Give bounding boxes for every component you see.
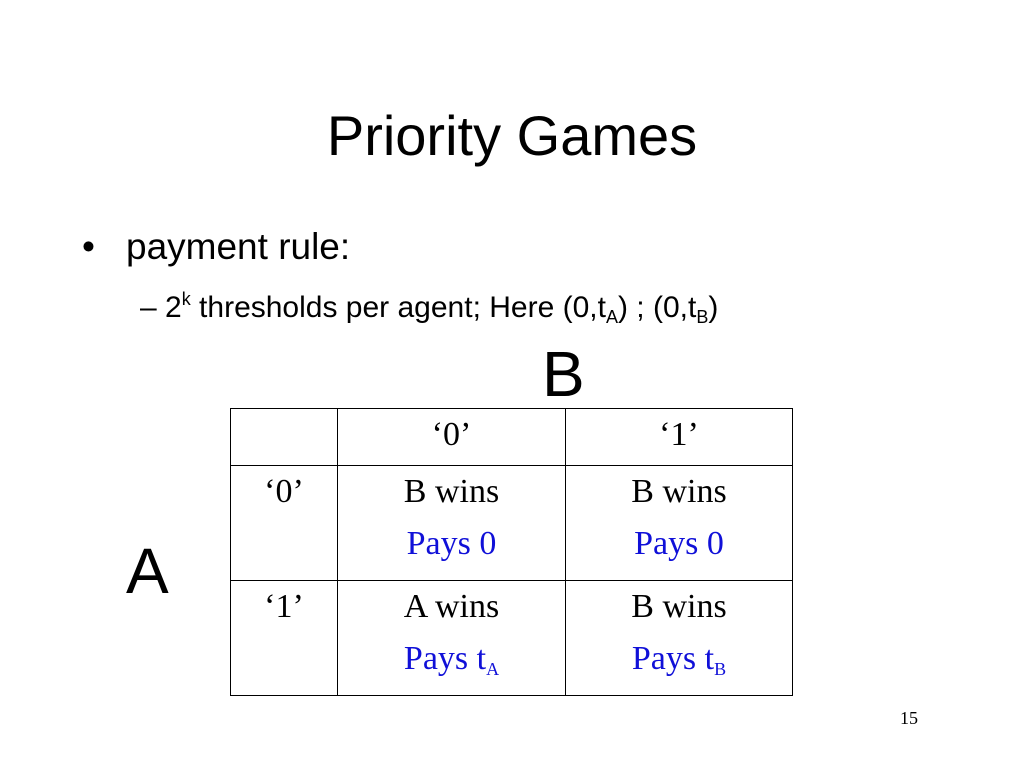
cell-outcome: B wins [631, 473, 727, 510]
sub-bullet-exponent: k [181, 289, 191, 309]
bullet-text: payment rule: [126, 226, 351, 267]
payment-text: Pays t [403, 640, 487, 677]
cell-payment: Pays 0 [338, 518, 565, 570]
sub-bullet-subscript-b: B [696, 307, 709, 327]
column-header-1: ‘1’ [565, 408, 793, 466]
cell-payment: Pays tB [566, 633, 792, 685]
row-header-1: ‘1’ [230, 580, 338, 696]
row-header-0: ‘0’ [230, 465, 338, 581]
sub-bullet-item: – 2k thresholds per agent; Here (0,tA) ;… [140, 288, 718, 328]
table-cell: B wins Pays 0 [337, 465, 566, 581]
page-number: 15 [900, 708, 918, 728]
table-row: ‘1’ A wins Pays tA B wins Pays tB [230, 580, 793, 696]
payment-text: Pays t [631, 640, 715, 677]
cell-payment: Pays 0 [566, 518, 792, 570]
table-row: ‘0’ B wins Pays 0 B wins Pays 0 [230, 465, 793, 581]
sub-bullet-text-b: ) ; (0,t [617, 291, 697, 324]
payment-subscript: B [714, 659, 727, 679]
sub-bullet-dash: – [140, 291, 157, 324]
payoff-table: ‘0’ ‘1’ ‘0’ B wins Pays 0 B wins Pays 0 … [230, 408, 793, 696]
cell-outcome: B wins [631, 588, 727, 625]
cell-payment: Pays tA [338, 633, 565, 685]
table-corner-cell [230, 408, 338, 466]
table-cell: A wins Pays tA [337, 580, 566, 696]
table-cell: B wins Pays tB [565, 580, 793, 696]
cell-outcome: A wins [403, 588, 500, 625]
sub-bullet-text-a: thresholds per agent; Here (0,t [190, 291, 606, 324]
bullet-marker: • [82, 226, 95, 267]
payment-text: Pays 0 [634, 525, 724, 562]
table-header-row: ‘0’ ‘1’ [230, 408, 793, 466]
payment-text: Pays 0 [406, 525, 497, 562]
sub-bullet-subscript-a: A [605, 307, 618, 327]
cell-outcome: B wins [403, 473, 500, 510]
column-header-0: ‘0’ [337, 408, 566, 466]
payment-subscript: A [486, 659, 500, 679]
slide-title: Priority Games [326, 104, 698, 167]
row-player-label: A [126, 535, 169, 607]
column-player-label: B [542, 338, 585, 410]
table-cell: B wins Pays 0 [565, 465, 793, 581]
sub-bullet-text-c: ) [708, 291, 719, 324]
sub-bullet-base: 2 [165, 291, 182, 324]
bullet-item: • payment rule: [82, 224, 350, 270]
